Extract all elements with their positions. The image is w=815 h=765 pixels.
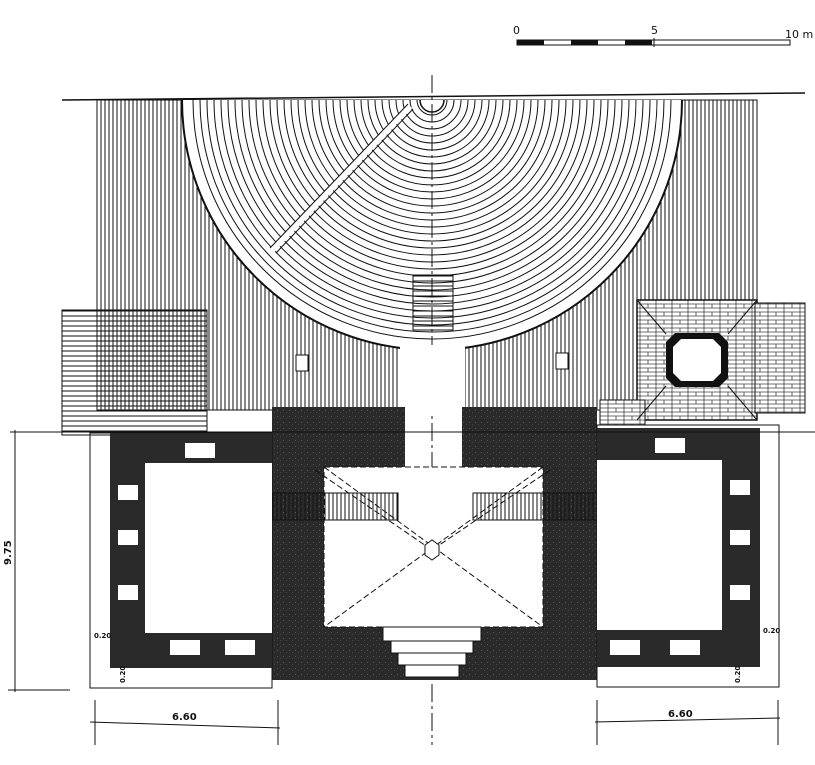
orchestra-ring	[262, 100, 602, 270]
entry-steps	[382, 626, 482, 678]
scale-label-5: 5	[651, 24, 658, 37]
central-hall	[314, 466, 551, 628]
dim-right-width: 6.60	[668, 709, 693, 720]
scale-bar: 0 5 10 m	[513, 24, 813, 47]
orchestra-ring	[290, 100, 574, 242]
axial-stair	[412, 274, 454, 331]
dimension-lines	[8, 430, 781, 745]
dim-left-width: 6.60	[172, 712, 197, 723]
niche-left	[295, 354, 309, 372]
tower-right	[599, 299, 806, 426]
left-wing	[89, 432, 273, 689]
scale-label-10: 10 m	[785, 28, 813, 41]
scale-label-0: 0	[513, 24, 520, 37]
stair-right	[472, 492, 604, 521]
left-seating-block	[61, 309, 208, 436]
dim-corner-d: 0.20	[734, 666, 742, 683]
niche-right	[555, 352, 569, 370]
site-boundary-top	[61, 92, 806, 101]
right-wing	[596, 424, 780, 688]
dim-corner-a: 0.20	[94, 632, 111, 640]
radial-aisle	[269, 103, 413, 253]
orchestra-ring	[283, 100, 581, 249]
stair-left	[265, 492, 399, 521]
dim-left-height: 9.75	[3, 540, 14, 565]
dim-corner-b: 0.20	[119, 666, 127, 683]
dim-corner-c: 0.20	[763, 627, 780, 635]
